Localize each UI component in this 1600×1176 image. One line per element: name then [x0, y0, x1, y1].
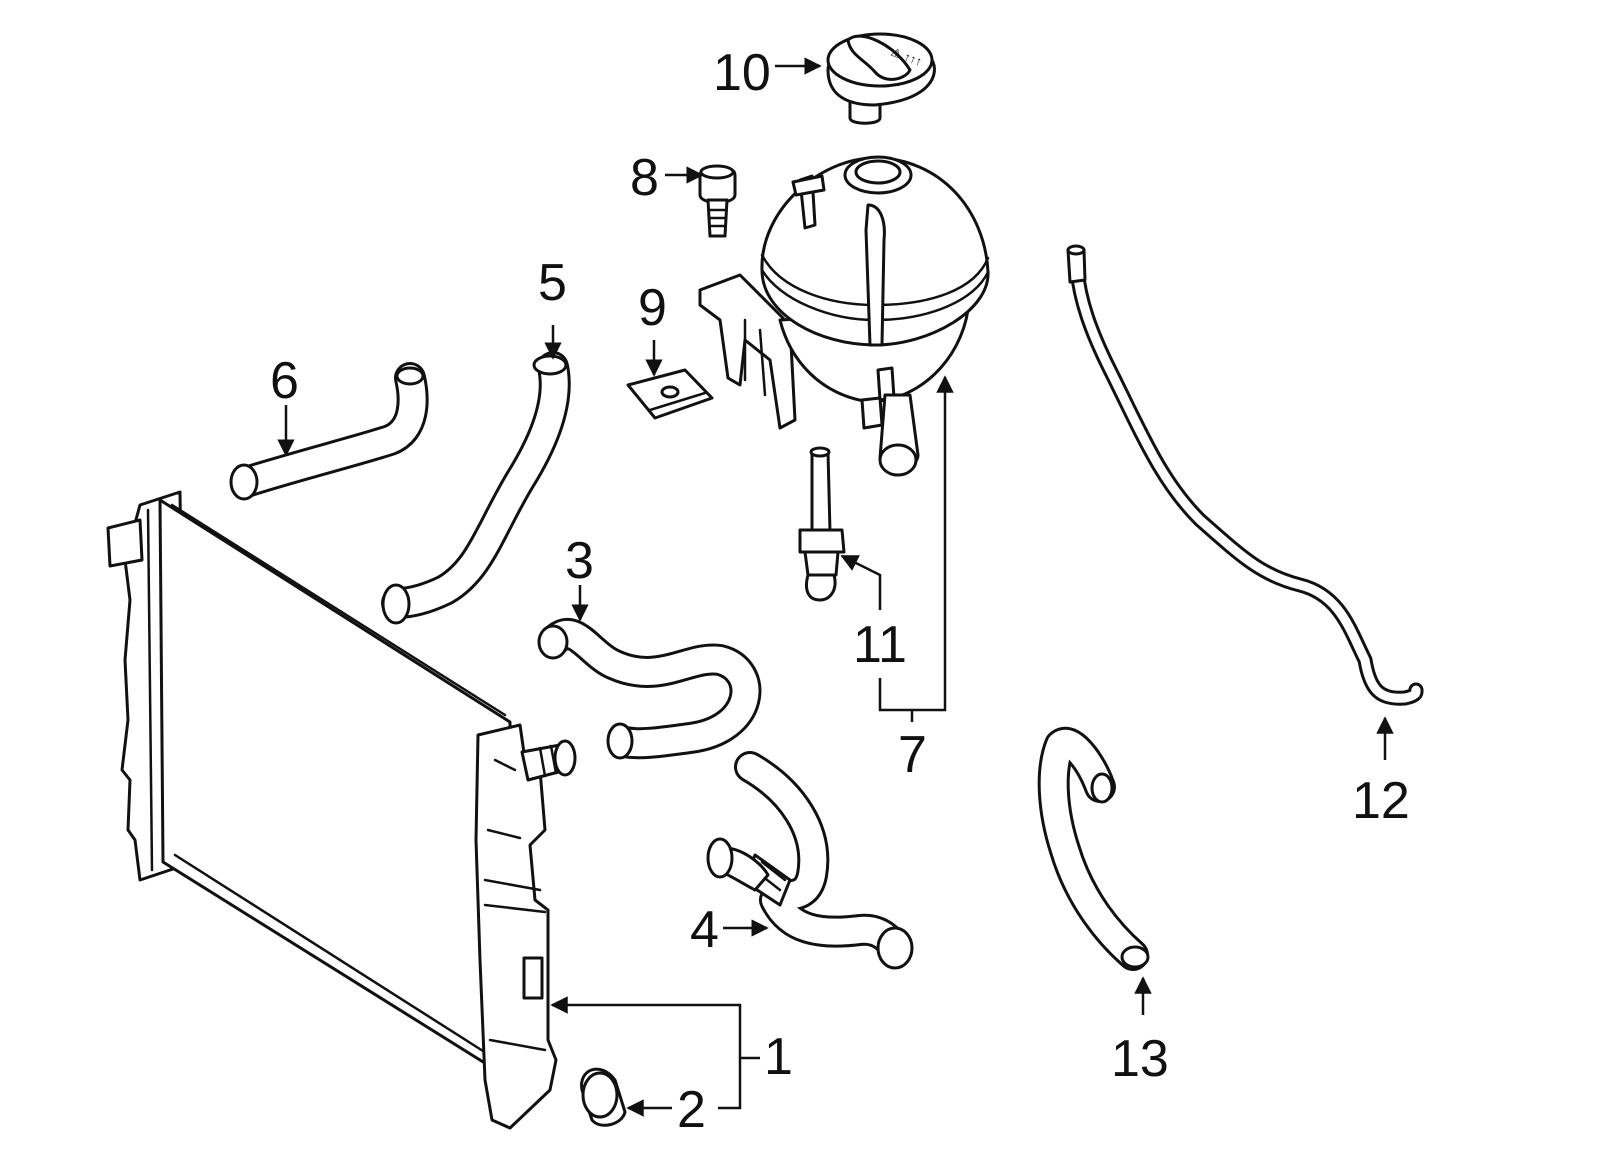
callout-10: 10: [713, 44, 771, 102]
callout-13: 13: [1111, 1030, 1169, 1088]
hose-part-13: [1037, 726, 1150, 971]
callout-12: 12: [1352, 772, 1410, 830]
hose-part-3: [537, 618, 762, 760]
leader-lines: [277, 57, 1394, 1117]
callout-labels: 1 2 3 4 5 6 7 8 9 10 11 12 13: [270, 44, 1410, 1139]
callout-9: 9: [638, 279, 667, 337]
hose-part-5: [381, 351, 571, 625]
callout-4: 4: [690, 901, 719, 959]
callout-7: 7: [898, 726, 927, 784]
callout-1: 1: [764, 1028, 793, 1086]
hose-part-6: [229, 362, 429, 501]
callout-8: 8: [630, 149, 659, 207]
expansion-tank-part-7: [698, 155, 990, 477]
callout-3: 3: [565, 532, 594, 590]
cap-part-10: ⚠ ↑↑↑: [826, 32, 936, 125]
vent-line-part-12: [1066, 244, 1424, 706]
drain-plug-part-2: [580, 1067, 627, 1127]
callout-5: 5: [538, 254, 567, 312]
callout-2: 2: [677, 1081, 706, 1139]
clip-nut-part-9: [626, 368, 714, 420]
radiator-part-1: [106, 490, 577, 1130]
level-sensor-part-11: [798, 446, 846, 602]
callout-6: 6: [270, 352, 299, 410]
hose-part-4: [706, 751, 914, 970]
bolt-part-8: [698, 164, 737, 238]
callout-11: 11: [853, 616, 907, 674]
